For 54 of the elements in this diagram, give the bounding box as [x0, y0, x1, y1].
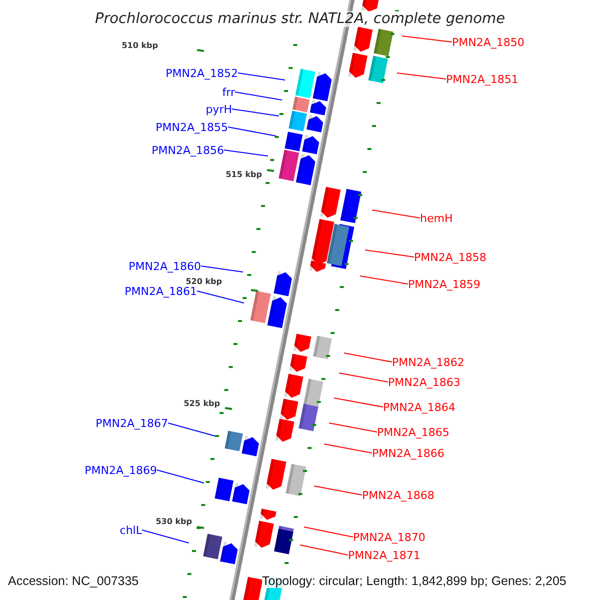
- leader-line: [228, 126, 276, 136]
- gene-label: PMN2A_1850: [452, 36, 524, 48]
- leader-line: [238, 72, 286, 80]
- leader-line: [156, 470, 204, 484]
- leader-line: [142, 530, 190, 544]
- scale-label: 510 kbp: [122, 41, 158, 50]
- leader-line: [314, 486, 362, 496]
- leader-line: [344, 352, 392, 362]
- gene-label: PMN2A_1858: [414, 250, 486, 264]
- leader-line: [372, 210, 420, 218]
- scale-label: 530 kbp: [156, 517, 192, 526]
- gene-label: PMN2A_1862: [392, 356, 464, 368]
- gene-label: PMN2A_1869: [84, 464, 157, 476]
- gene-label: PMN2A_1855: [156, 120, 228, 134]
- gene-label: PMN2A_1871: [348, 548, 420, 562]
- gene-label: PMN2A_1852: [166, 66, 238, 80]
- scale-label: 515 kbp: [226, 170, 262, 179]
- gene-label: PMN2A_1870: [353, 530, 426, 544]
- genome-info-label: Topology: circular; Length: 1,842,899 bp; Genes: 2,205: [262, 574, 566, 588]
- leader-line: [324, 444, 372, 454]
- gene-label: PMN2A_1865: [377, 426, 450, 438]
- leader-line: [334, 398, 384, 408]
- gene-label: PMN2A_1866: [372, 446, 444, 460]
- leader-line: [224, 150, 268, 156]
- leader-line: [196, 290, 244, 304]
- gene-label: PMN2A_1863: [388, 376, 460, 388]
- gene-label: PMN2A_1867: [96, 416, 168, 430]
- leader-line: [338, 372, 388, 382]
- leader-line: [304, 526, 354, 538]
- gene-label: pyrH: [206, 102, 232, 116]
- leader-line: [300, 544, 348, 556]
- gene-label: PMN2A_1851: [446, 72, 518, 86]
- gene-label: PMN2A_1856: [152, 144, 224, 156]
- accession-label: Accession: NC_007335: [8, 574, 139, 588]
- gene-label: PMN2A_1864: [383, 400, 456, 414]
- leader-line: [200, 266, 244, 272]
- leader-line: [168, 422, 216, 436]
- leader-line: [232, 108, 280, 116]
- leader-line: [328, 422, 378, 432]
- gene-label: PMN2A_1868: [362, 488, 434, 502]
- leader-line: [234, 92, 282, 100]
- gene-label: chlL: [120, 524, 142, 536]
- title: Prochlorococcus marinus str. NATL2A, complete genome: [94, 11, 506, 27]
- gene-label: PMN2A_1861: [124, 284, 197, 298]
- leader-line: [402, 36, 452, 42]
- gene-label: frr: [222, 86, 235, 98]
- leader-line: [364, 250, 414, 258]
- scale-label: 520 kbp: [186, 277, 222, 286]
- leader-line: [396, 72, 446, 80]
- gene-label: PMN2A_1860: [128, 260, 201, 272]
- scale-label: 525 kbp: [184, 399, 220, 408]
- gene-label: PMN2A_1859: [408, 278, 480, 290]
- leader-line: [360, 276, 408, 284]
- gene-label: hemH: [420, 212, 453, 224]
